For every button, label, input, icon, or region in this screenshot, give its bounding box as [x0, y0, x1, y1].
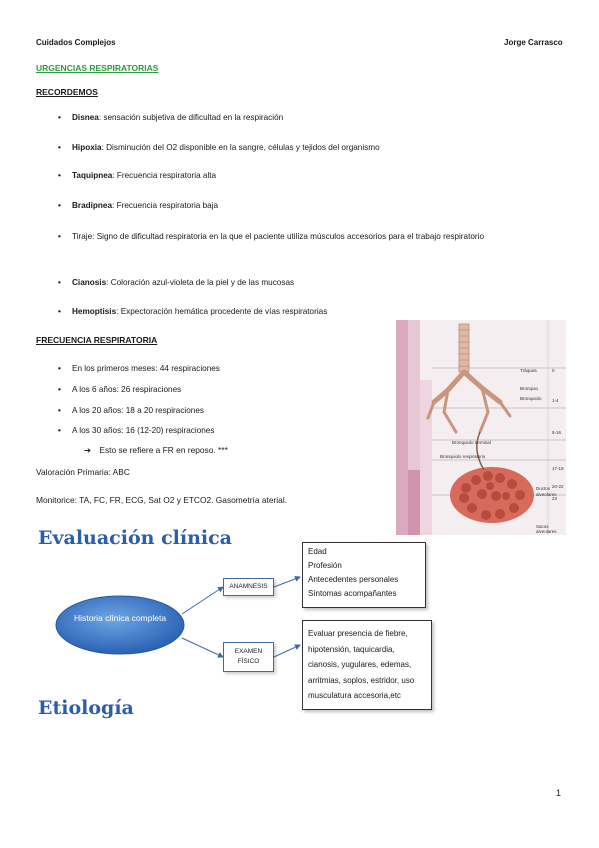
- examen-fisico-node: EXAMEN FÍSICO: [223, 642, 274, 672]
- bullet-icon: •: [58, 113, 61, 122]
- bullet-icon: •: [58, 307, 61, 316]
- svg-text:Bronquio: Bronquio: [520, 386, 539, 391]
- valoracion-primaria: Valoración Primaria: ABC: [36, 467, 130, 477]
- recordemos-heading: RECORDEMOS: [36, 87, 98, 97]
- bullet-icon: •: [58, 278, 61, 287]
- svg-text:23: 23: [552, 496, 558, 501]
- svg-text:1-4: 1-4: [552, 398, 559, 403]
- bullet-icon: •: [58, 406, 61, 415]
- svg-text:alveolares: alveolares: [536, 492, 557, 497]
- historia-clinica-node: Historia clínica completa: [73, 613, 167, 623]
- svg-text:Bronquiolo terminal: Bronquiolo terminal: [452, 440, 491, 445]
- anamnesis-item: Síntomas acompañantes: [308, 589, 397, 598]
- anamnesis-item: Edad: [308, 547, 327, 556]
- svg-text:17-19: 17-19: [552, 466, 564, 471]
- etiologia-title: Etiología: [38, 697, 134, 719]
- frecuencia-note: ➔ Esto se refiere a FR en reposo. ***: [84, 445, 228, 455]
- examen-fisico-details-box: Evaluar presencia de fiebre, hipotensión…: [302, 620, 432, 710]
- anamnesis-item: Antecedentes personales: [308, 575, 399, 584]
- svg-text:20-22: 20-22: [552, 484, 564, 489]
- anamnesis-node: ANAMNESIS: [223, 578, 274, 596]
- svg-text:Bronquiolo: Bronquiolo: [520, 396, 542, 401]
- svg-text:alveolares: alveolares: [536, 529, 557, 534]
- anamnesis-item: Profesión: [308, 561, 342, 570]
- svg-text:5-16: 5-16: [552, 430, 562, 435]
- bullet-icon: •: [58, 364, 61, 373]
- svg-text:Bronquiolo respiratorio: Bronquiolo respiratorio: [440, 454, 486, 459]
- bullet-icon: •: [58, 171, 61, 180]
- bullet-icon: •: [58, 385, 61, 394]
- header-left: Cuidados Complejos: [36, 38, 116, 47]
- monitorice-text: Monitorice: TA, FC, FR, ECG, Sat O2 y ET…: [36, 495, 288, 505]
- bullet-icon: •: [58, 143, 61, 152]
- respiratory-tree-image: Tráquea Bronquio Bronquiolo Bronquiolo t…: [396, 320, 566, 535]
- svg-text:Sacos: Sacos: [536, 524, 549, 529]
- bullet-icon: •: [58, 426, 61, 435]
- anamnesis-details-box: Edad Profesión Antecedentes personales S…: [302, 542, 426, 608]
- page-number: 1: [556, 788, 562, 798]
- label-traquea: Tráquea: [520, 368, 537, 373]
- bullet-icon: •: [58, 201, 61, 210]
- evaluacion-title: Evaluación clínica: [38, 527, 232, 549]
- header-right: Jorge Carrasco: [504, 38, 563, 47]
- svg-text:0: 0: [552, 368, 555, 373]
- arrow-right-icon: ➔: [84, 445, 92, 455]
- frecuencia-heading: FRECUENCIA RESPIRATORIA: [36, 335, 158, 345]
- svg-text:Ductos: Ductos: [536, 486, 551, 491]
- bullet-icon: •: [58, 232, 61, 241]
- document-title: URGENCIAS RESPIRATORIAS: [36, 63, 159, 73]
